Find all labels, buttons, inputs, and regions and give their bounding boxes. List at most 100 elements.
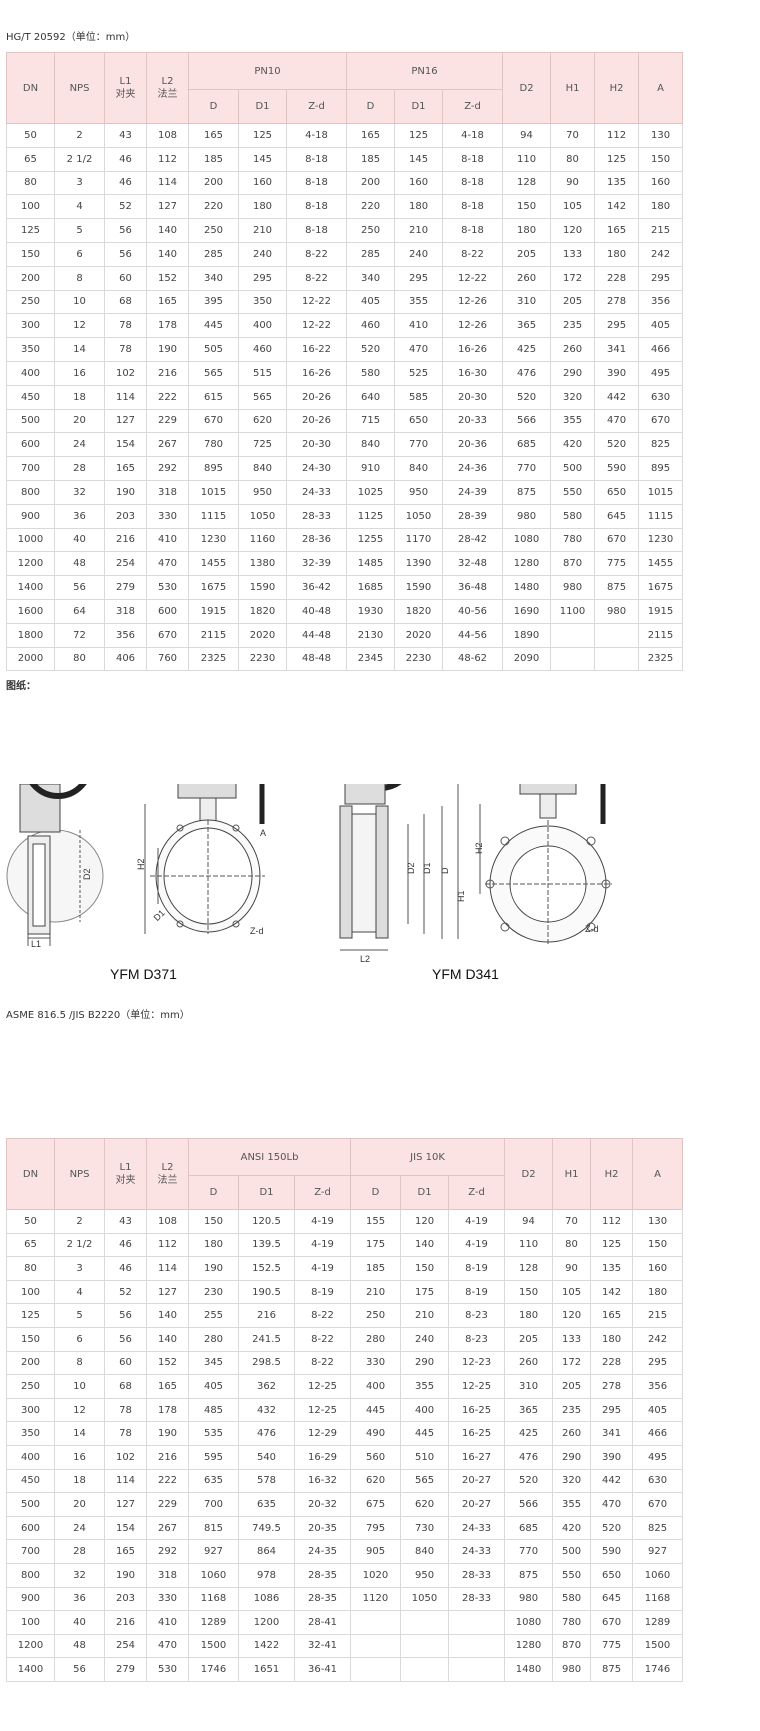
table-cell: 355 [394,289,444,315]
table-cell: 1480 [504,1657,554,1682]
table-cell: 78 [104,1421,147,1446]
table-cell: 2000 [6,646,55,672]
table-cell: 356 [632,1374,684,1399]
table-cell: 780 [188,432,239,458]
table-cell: 267 [146,432,189,458]
dim-label-h1: H1 [456,890,466,902]
table-cell: 28-33 [285,503,348,529]
header-h1: H1 [552,1138,592,1210]
table-cell: 165 [146,1374,189,1399]
table-cell: 8-23 [448,1326,506,1352]
table-cell: 228 [590,1350,634,1376]
table-cell: 150 [632,1232,684,1258]
table-cell: 185 [188,146,239,172]
table-cell [350,1610,402,1635]
table-cell: 870 [552,1633,592,1659]
table1-caption: HG/T 20592（单位：mm） [6,32,136,43]
table-cell [400,1610,450,1635]
table-cell: 205 [552,1374,592,1399]
table-cell: 290 [400,1350,450,1376]
table-cell: 864 [238,1539,295,1564]
table-cell: 215 [632,1303,684,1328]
table-cell: 400 [238,313,287,339]
table-cell: 56 [104,1303,147,1328]
table-cell: 540 [238,1444,295,1470]
table-cell: 825 [638,432,684,458]
table-cell: 6 [54,1326,105,1352]
dim-label-a-left: A [260,828,266,838]
table-cell: 16-25 [448,1397,506,1423]
table-cell: 442 [590,1468,634,1494]
table-cell: 5 [54,218,105,243]
table-cell: 8-22 [293,1326,352,1352]
table-cell: 2020 [394,622,444,648]
table-cell: 320 [552,1468,592,1494]
table-cell: 178 [146,1397,189,1423]
table-cell: 310 [504,1374,554,1399]
table-cell: 1025 [346,479,396,505]
table-cell: 242 [638,241,684,267]
table-cell: 250 [188,218,239,243]
table-cell: 32-41 [293,1633,352,1659]
table-cell: 770 [394,432,444,458]
table-cell: 295 [394,265,444,291]
table-cell: 585 [394,384,444,410]
table-cell [400,1633,450,1659]
header-l2-label: L2 [161,76,174,87]
table-cell: 24 [54,1515,105,1541]
table-cell: 16-26 [285,360,348,386]
model-label-d371: YFM D371 [110,966,177,982]
header-pn10-zd: Z-d [285,89,348,124]
table-cell: 28-42 [442,527,504,553]
dim-label-d2-right: D2 [406,862,416,874]
table-cell: 114 [146,1256,189,1281]
table-cell: 125 [394,123,444,148]
table-cell: 1115 [188,503,239,529]
table-cell: 565 [400,1468,450,1494]
table-cell: 46 [104,1256,147,1281]
table-cell: 350 [238,289,287,315]
table-cell: 1060 [188,1562,239,1588]
table-cell: 216 [238,1303,295,1328]
table-cell: 12-22 [285,289,348,315]
table-cell: 154 [104,432,147,458]
table-cell: 580 [552,1586,592,1612]
table-cell: 670 [594,527,640,553]
table-cell: 108 [146,1209,189,1234]
table-cell: 235 [550,313,596,339]
table-cell: 130 [632,1209,684,1234]
flange-side-view [339,784,459,951]
table-cell: 52 [104,1279,147,1305]
table-cell: 600 [146,598,189,624]
table-cell: 1255 [346,527,396,553]
table-cell: 260 [550,337,596,362]
table-cell [448,1657,506,1682]
table-cell: 445 [400,1421,450,1446]
table-cell: 730 [400,1515,450,1541]
table-cell [550,622,596,648]
table-cell: 78 [104,337,147,362]
table-cell: 405 [188,1374,239,1399]
table-cell: 8-18 [285,146,348,172]
table-cell: 530 [146,575,189,600]
table-cell: 580 [346,360,396,386]
table-cell: 80 [550,146,596,172]
header-l2-sub: 法兰 [157,1175,178,1186]
table-cell: 165 [104,456,147,481]
table-cell: 216 [104,527,147,553]
header-a: A [632,1138,684,1210]
table-cell: 300 [6,1397,55,1423]
table-cell: 260 [552,1421,592,1446]
table-cell: 566 [504,1492,554,1517]
table-cell: 635 [188,1468,239,1494]
table-cell: 2115 [638,622,684,648]
table-cell: 114 [146,170,189,196]
table-cell: 318 [146,479,189,505]
table-cell: 442 [594,384,640,410]
table-cell: 72 [54,622,105,648]
table-cell: 285 [346,241,396,267]
table-cell: 550 [550,479,596,505]
table-cell: 1120 [350,1586,402,1612]
